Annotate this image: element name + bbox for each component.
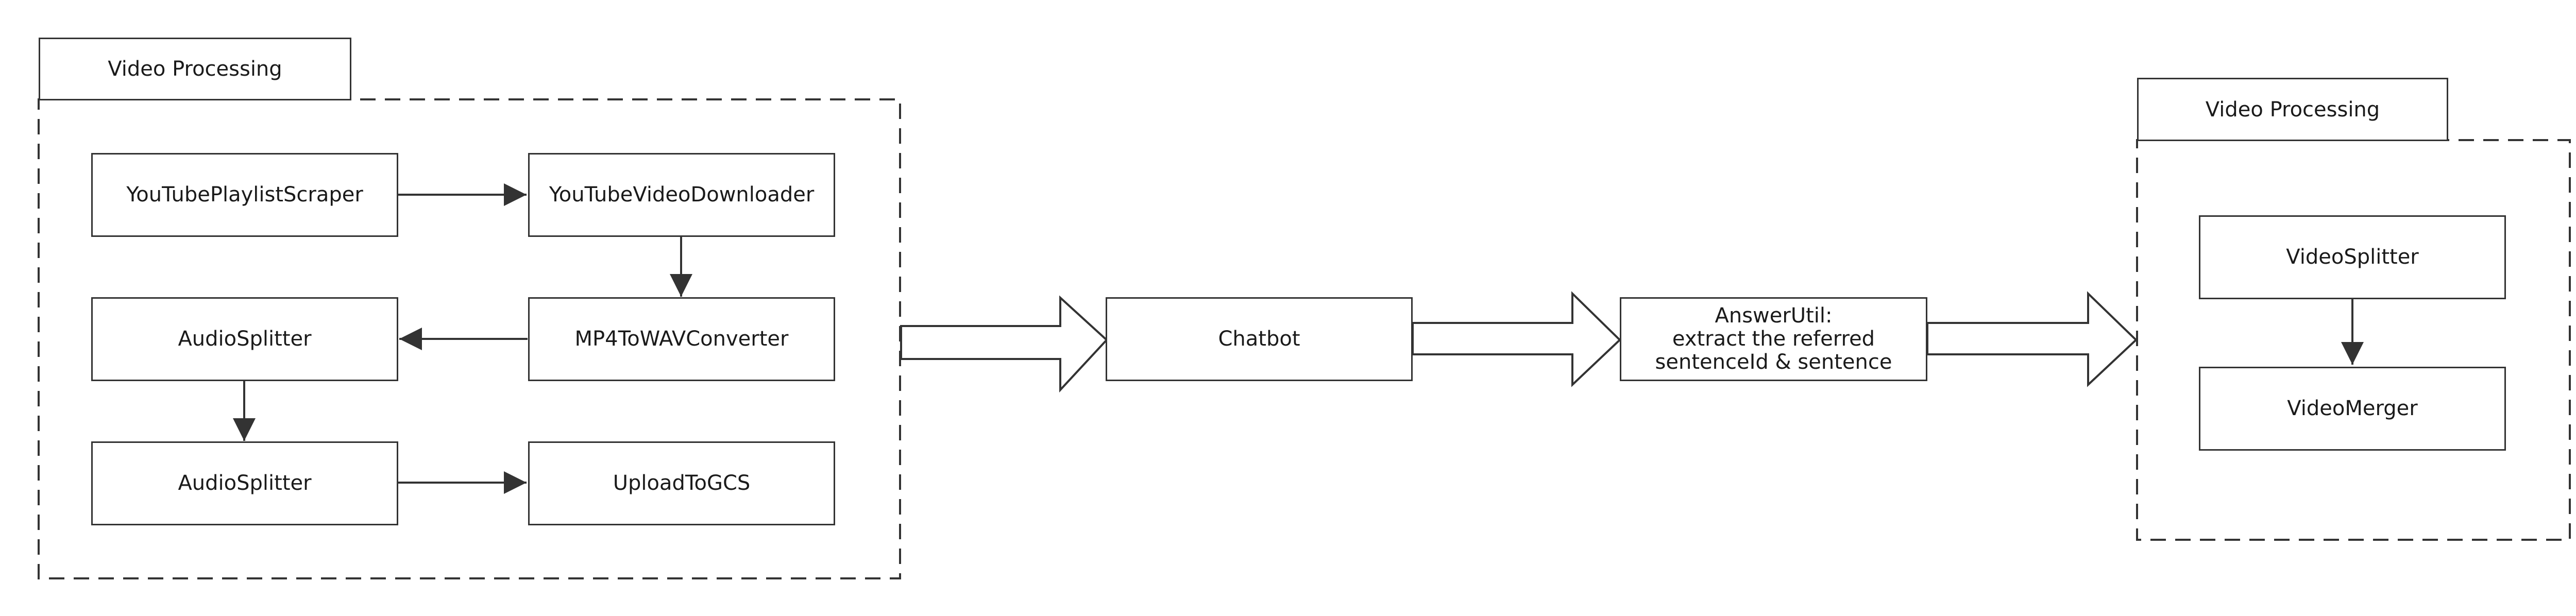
node-upload-to-gcs[interactable]: UploadToGCS: [528, 441, 835, 525]
node-video-merger[interactable]: VideoMerger: [2199, 367, 2506, 451]
node-label: Chatbot: [1218, 327, 1300, 351]
block-arrow-chatbot-to-answerutil: [1412, 291, 1621, 387]
node-youtube-video-downloader[interactable]: YouTubeVideoDownloader: [528, 153, 835, 237]
node-chatbot[interactable]: Chatbot: [1106, 297, 1413, 381]
node-audio-splitter-1[interactable]: AudioSplitter: [91, 297, 398, 381]
node-label: AudioSplitter: [178, 327, 312, 351]
node-label: YouTubePlaylistScraper: [126, 183, 363, 207]
node-label: MP4ToWAVConverter: [574, 327, 789, 351]
node-label: AnswerUtil: extract the referred sentenc…: [1655, 304, 1892, 374]
node-label: VideoMerger: [2287, 397, 2418, 421]
node-audio-splitter-2[interactable]: AudioSplitter: [91, 441, 398, 525]
block-arrow-group-to-chatbot: [900, 295, 1108, 393]
node-youtube-playlist-scraper[interactable]: YouTubePlaylistScraper: [91, 153, 398, 237]
node-label: UploadToGCS: [613, 471, 751, 495]
node-label: YouTubeVideoDownloader: [549, 183, 815, 207]
group-left-title: Video Processing: [39, 38, 351, 100]
node-label: VideoSplitter: [2286, 245, 2419, 269]
node-mp4-to-wav-converter[interactable]: MP4ToWAVConverter: [528, 297, 835, 381]
node-answer-util[interactable]: AnswerUtil: extract the referred sentenc…: [1620, 297, 1927, 381]
group-right-title: Video Processing: [2137, 78, 2448, 141]
node-label: AudioSplitter: [178, 471, 312, 495]
block-arrow-answerutil-to-group: [1926, 291, 2138, 387]
node-video-splitter[interactable]: VideoSplitter: [2199, 215, 2506, 299]
